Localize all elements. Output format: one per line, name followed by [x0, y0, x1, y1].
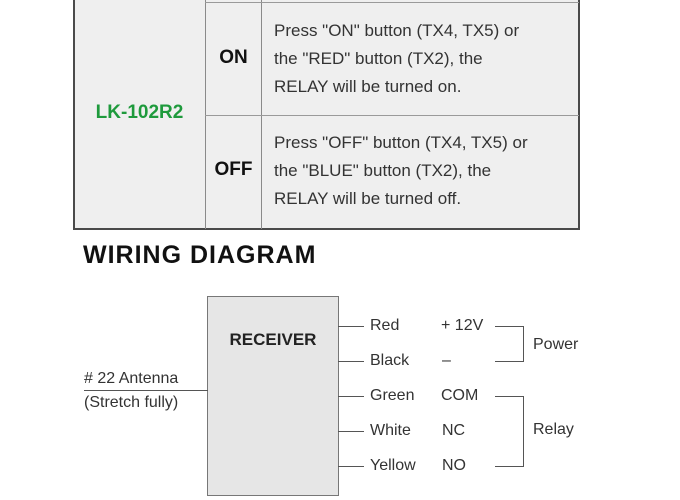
- antenna-note: (Stretch fully): [84, 394, 179, 411]
- wiring-diagram-title: WIRING DIAGRAM: [83, 241, 317, 269]
- wire-black-line: [338, 361, 364, 362]
- description-line: Press "ON" button (TX4, TX5) or: [274, 21, 520, 40]
- receiver-box: [207, 296, 339, 496]
- state-off-label: OFF: [214, 159, 253, 180]
- state-off-description: Press "OFF" button (TX4, TX5) or the "BL…: [274, 129, 574, 213]
- description-line: RELAY will be turned off.: [274, 189, 462, 208]
- signal-plus-12v: + 12V: [441, 317, 484, 334]
- power-bracket-bottom: [495, 361, 524, 362]
- wire-color-white: White: [370, 422, 411, 439]
- wire-green-line: [338, 396, 364, 397]
- table-border-right: [578, 0, 580, 230]
- signal-no: NO: [442, 457, 466, 474]
- table-background: [74, 0, 580, 229]
- state-on-description: Press "ON" button (TX4, TX5) or the "RED…: [274, 17, 574, 101]
- model-name: LK-102R2: [95, 102, 184, 123]
- antenna-wire: [84, 390, 208, 391]
- wire-color-red: Red: [370, 317, 400, 334]
- signal-com: COM: [441, 387, 479, 404]
- wire-yellow-line: [338, 466, 364, 467]
- wire-white-line: [338, 431, 364, 432]
- state-on-label: ON: [219, 47, 248, 68]
- description-line: the "RED" button (TX2), the: [274, 49, 483, 68]
- description-line: Press "OFF" button (TX4, TX5) or: [274, 133, 528, 152]
- antenna-label: # 22 Antenna: [84, 370, 179, 387]
- wire-color-yellow: Yellow: [370, 457, 416, 474]
- signal-ground: –: [442, 352, 451, 369]
- wire-color-black: Black: [370, 352, 410, 369]
- power-bracket-top: [495, 326, 524, 327]
- table-column-divider-2: [261, 0, 262, 229]
- wire-red-line: [338, 326, 364, 327]
- relay-group-label: Relay: [533, 421, 574, 438]
- table-row-divider: [205, 115, 579, 116]
- receiver-label: RECEIVER: [229, 330, 317, 349]
- description-line: RELAY will be turned on.: [274, 77, 462, 96]
- relay-bracket-side: [523, 396, 524, 467]
- relay-bracket-bottom: [495, 466, 524, 467]
- wire-color-green: Green: [370, 387, 415, 404]
- power-bracket-side: [523, 326, 524, 362]
- signal-nc: NC: [442, 422, 466, 439]
- table-border-bottom: [73, 228, 580, 230]
- power-group-label: Power: [533, 336, 579, 353]
- table-border-left: [73, 0, 75, 230]
- table-top-row-line: [205, 2, 579, 3]
- relay-bracket-top: [495, 396, 524, 397]
- description-line: the "BLUE" button (TX2), the: [274, 161, 492, 180]
- table-column-divider-1: [205, 0, 206, 229]
